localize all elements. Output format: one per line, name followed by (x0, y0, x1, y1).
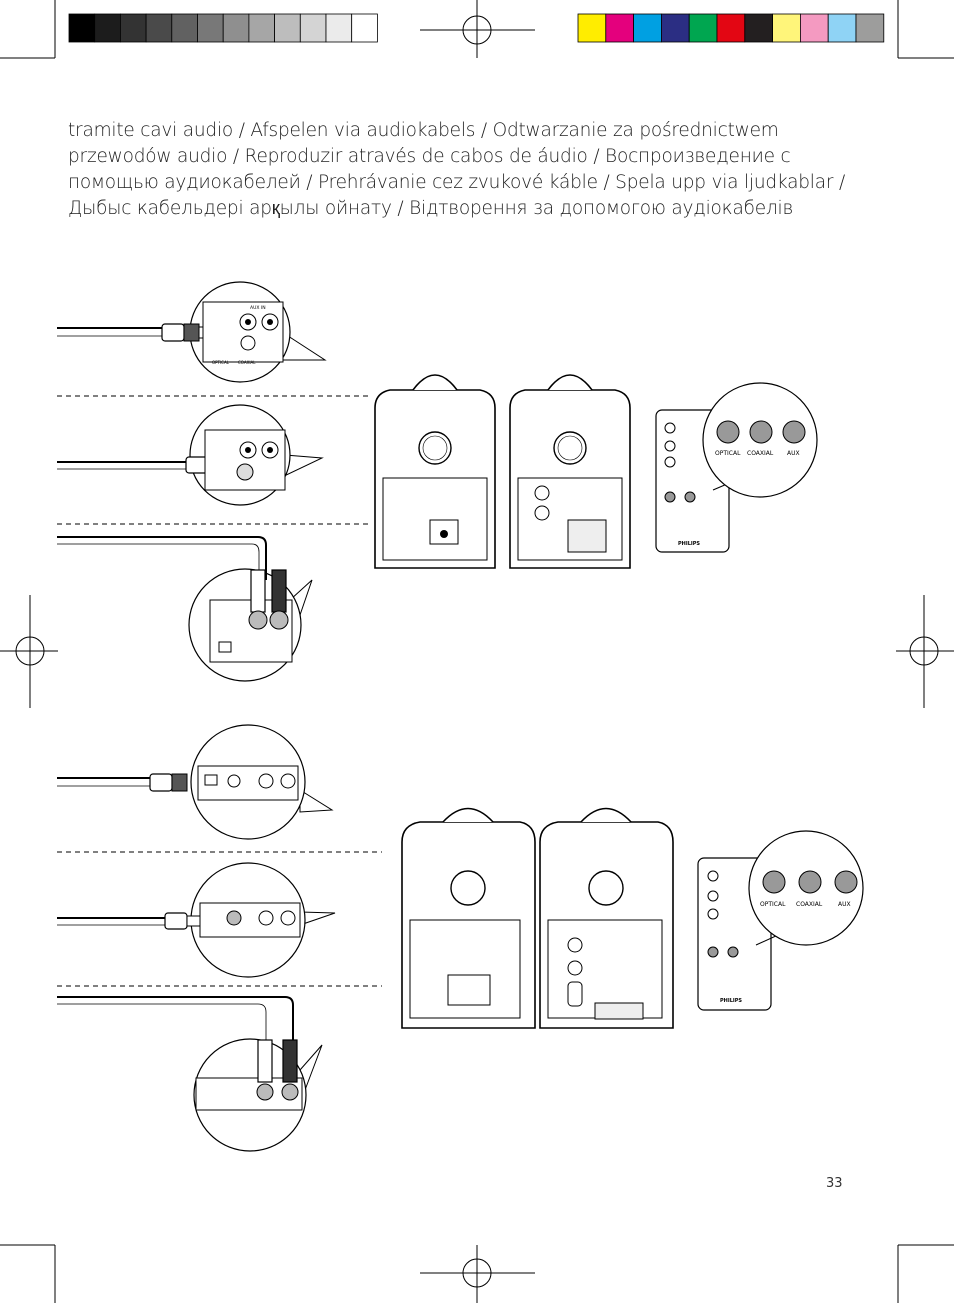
separator-lines (57, 395, 368, 525)
calibration-swatch (688, 13, 718, 43)
page-number: 33 (826, 1176, 843, 1191)
optical-label: OPTICAL (212, 360, 230, 365)
aux-in-label: AUX IN (250, 305, 266, 311)
calibration-swatch (68, 13, 96, 43)
coaxial-cable-callout-lower (57, 862, 336, 978)
calibration-swatch (855, 13, 885, 43)
calibration-swatch (299, 13, 327, 43)
speaker-pair-rear (374, 374, 631, 569)
rca-cable-callout-lower (57, 996, 323, 1152)
coaxial-cable-callout (57, 404, 324, 506)
section-heading: tramite cavi audio / Afspelen via audiok… (68, 120, 846, 219)
calibration-swatch (325, 13, 353, 43)
separator-lines-lower (57, 851, 382, 987)
calibration-swatch (351, 13, 378, 43)
remote-brand-lower: PHILIPS (720, 998, 742, 1004)
rca-cable-callout (57, 536, 313, 682)
calibration-swatch (248, 13, 275, 43)
calibration-swatch (772, 13, 801, 43)
calibration-swatch (661, 13, 690, 43)
grayscale-calibration-bar (68, 13, 378, 43)
speaker-pair-rear-lower (401, 807, 674, 1029)
remote-aux-label: AUX (787, 450, 800, 457)
calibration-swatch (716, 13, 746, 43)
remote-control: PHILIPS OPTICAL COAXIAL AUX (655, 382, 818, 553)
remote-optical-label: OPTICAL (715, 450, 741, 457)
calibration-swatch (171, 13, 198, 43)
calibration-swatch (197, 13, 224, 43)
calibration-swatch (633, 13, 662, 43)
remote-coaxial-label: COAXIAL (747, 450, 774, 457)
calibration-swatch (577, 13, 607, 43)
calibration-swatch (120, 13, 147, 43)
optical-cable-callout-lower (57, 724, 334, 840)
calibration-swatch (222, 13, 250, 43)
color-calibration-bar (577, 13, 885, 43)
remote-aux-label-lower: AUX (838, 901, 851, 908)
calibration-swatch (605, 13, 634, 43)
optical-cable-callout: AUX IN OPTICAL COAXIAL (57, 281, 327, 383)
coaxial-label: COAXIAL (238, 360, 256, 365)
calibration-swatch (800, 13, 829, 43)
connection-diagram-upper: AUX IN OPTICAL COAXIAL (57, 281, 818, 682)
remote-coaxial-label-lower: COAXIAL (796, 901, 823, 908)
calibration-swatch (827, 13, 857, 43)
remote-brand: PHILIPS (678, 541, 700, 547)
connection-diagram-lower: PHILIPS OPTICAL COAXIAL AUX (57, 724, 864, 1152)
calibration-swatch (94, 13, 121, 43)
remote-optical-label-lower: OPTICAL (760, 901, 786, 908)
calibration-swatch (145, 13, 173, 43)
calibration-swatch (274, 13, 301, 43)
calibration-swatch (744, 13, 773, 43)
remote-control-lower: PHILIPS OPTICAL COAXIAL AUX (697, 830, 864, 1011)
